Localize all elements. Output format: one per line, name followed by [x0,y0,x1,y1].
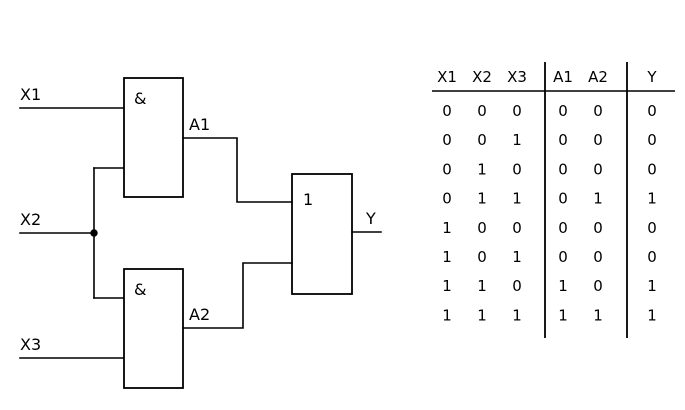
table-cell-r8-a1: 1 [558,306,568,324]
table-cell-r2-x3: 1 [512,131,522,149]
table-cell-r8-y: 1 [647,306,657,324]
table-cell-r2-a1: 0 [558,131,568,149]
and-gate-bottom-symbol: & [134,280,146,299]
table-cell-r2-a2: 0 [593,131,603,149]
table-cell-r6-y: 0 [647,248,657,266]
table-cell-r6-x2: 0 [477,248,487,266]
or-gate[interactable] [291,173,353,295]
wire-a1 [182,137,293,203]
table-cell-r7-x3: 0 [512,277,522,295]
table-row: 0 0 1 0 0 0 [442,131,657,149]
table-row: 0 1 1 0 1 1 [442,190,657,208]
table-cell-r1-x2: 0 [477,102,487,120]
table-cell-r3-a2: 0 [593,160,603,178]
and-gate-top-symbol: & [134,89,146,108]
table-cell-r1-x1: 0 [442,102,452,120]
table-cell-r1-a1: 0 [558,102,568,120]
table-row: 1 1 0 1 0 1 [442,277,657,295]
table-row: 1 0 1 0 0 0 [442,248,657,266]
table-cell-r5-a1: 0 [558,219,568,237]
table-cell-r7-x1: 1 [442,277,452,295]
table-cell-r6-a1: 0 [558,248,568,266]
or-gate-symbol: 1 [303,190,313,209]
table-cell-r3-x2: 1 [477,160,487,178]
table-cell-r6-x3: 1 [512,248,522,266]
and-gate-bottom[interactable] [123,268,184,389]
table-cell-r6-x1: 1 [442,248,452,266]
table-cell-r7-a2: 0 [593,277,603,295]
table-header-x2: X2 [472,68,492,86]
table-cell-r1-x3: 0 [512,102,522,120]
table-cell-r2-x1: 0 [442,131,452,149]
table-row: 1 1 1 1 1 1 [442,306,657,324]
table-header-a1: A1 [553,68,573,86]
table-cell-r3-y: 0 [647,160,657,178]
table-cell-r4-x2: 1 [477,190,487,208]
table-cell-r8-x1: 1 [442,306,452,324]
table-header-y: Y [646,68,657,86]
table-cell-r8-x3: 1 [512,306,522,324]
table-cell-r8-a2: 1 [593,306,603,324]
table-cell-r7-x2: 1 [477,277,487,295]
table-cell-r2-y: 0 [647,131,657,149]
table-cell-r4-x1: 0 [442,190,452,208]
table-cell-r5-x2: 0 [477,219,487,237]
label-x2: X2 [20,210,41,229]
wire-a2 [182,262,293,329]
label-y: Y [365,209,376,228]
table-cell-r4-a1: 0 [558,190,568,208]
table-cell-r4-y: 1 [647,190,657,208]
table-cell-r3-x3: 0 [512,160,522,178]
table-cell-r3-a1: 0 [558,160,568,178]
table-row: 0 1 0 0 0 0 [442,160,657,178]
logic-circuit: & & 1 X1 X2 X3 A1 A2 Y [19,77,382,389]
table-cell-r6-a2: 0 [593,248,603,266]
label-x3: X3 [20,335,41,354]
table-row: 1 0 0 0 0 0 [442,219,657,237]
label-a2: A2 [189,305,210,324]
table-cell-r2-x2: 0 [477,131,487,149]
table-header-a2: A2 [588,68,608,86]
table-cell-r1-a2: 0 [593,102,603,120]
table-cell-r5-a2: 0 [593,219,603,237]
table-header-x3: X3 [507,68,527,86]
label-a1: A1 [189,115,210,134]
table-cell-r5-x3: 0 [512,219,522,237]
table-cell-r4-a2: 1 [593,190,603,208]
table-cell-r5-x1: 1 [442,219,452,237]
table-cell-r4-x3: 1 [512,190,522,208]
table-cell-r7-y: 1 [647,277,657,295]
table-header-x1: X1 [437,68,457,86]
table-cell-r1-y: 0 [647,102,657,120]
junction-dot-x2 [90,229,98,237]
table-cell-r3-x1: 0 [442,160,452,178]
table-cell-r8-x2: 1 [477,306,487,324]
table-row: 0 0 0 0 0 0 [442,102,657,120]
table-cell-r5-y: 0 [647,219,657,237]
label-x1: X1 [20,85,41,104]
table-cell-r7-a1: 1 [558,277,568,295]
